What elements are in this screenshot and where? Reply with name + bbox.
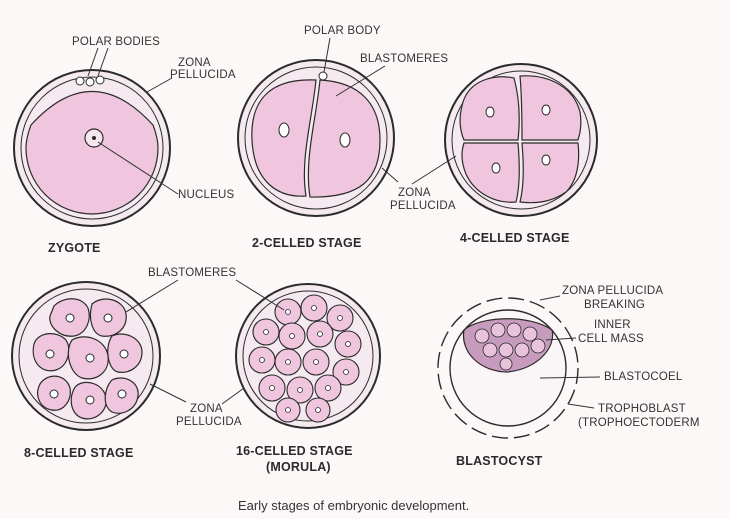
two-celled-embryo [238,60,394,216]
label-inner-cell-mass-1: INNER [594,319,631,331]
morula [236,284,380,428]
stage-morula: (MORULA) [266,460,331,474]
label-zona-2: ZONA [398,187,431,199]
stage-zygote: ZYGOTE [48,241,101,255]
label-pellucida-1: PELLUCIDA [170,69,236,81]
polar-body-3 [96,76,104,84]
label-nucleus: NUCLEUS [178,189,234,201]
label-zona-breaking-2: BREAKING [584,299,645,311]
stage-sixteen-celled: 16-CELLED STAGE [236,444,353,458]
label-blastomeres-2: BLASTOMERES [148,267,236,279]
polar-body [319,72,327,80]
label-trophoblast-1: TROPHOBLAST [598,403,686,415]
label-pellucida-3: PELLUCIDA [176,416,242,428]
stage-blastocyst: BLASTOCYST [456,454,543,468]
zygote [14,70,170,226]
label-pellucida-2: PELLUCIDA [390,200,456,212]
label-inner-cell-mass-2: CELL MASS [578,333,644,345]
polar-body-2 [86,78,94,86]
stage-two-celled: 2-CELLED STAGE [252,236,362,250]
label-blastomeres-1: BLASTOMERES [360,53,448,65]
label-zona-1: ZONA [178,57,211,69]
stage-four-celled: 4-CELLED STAGE [460,231,570,245]
label-trophoblast-2: (TROPHOECTODERM [578,417,700,429]
blastocyst [438,298,578,438]
stage-eight-celled: 8-CELLED STAGE [24,446,134,460]
label-polar-body: POLAR BODY [304,25,381,37]
label-zona-breaking-1: ZONA PELLUCIDA [562,285,663,297]
polar-body-1 [76,77,84,85]
label-polar-bodies: POLAR BODIES [72,36,160,48]
four-celled-embryo [445,64,597,216]
label-zona-3: ZONA [190,403,223,415]
figure-caption: Early stages of embryonic development. [238,498,469,513]
label-blastocoel: BLASTOCOEL [604,371,683,383]
